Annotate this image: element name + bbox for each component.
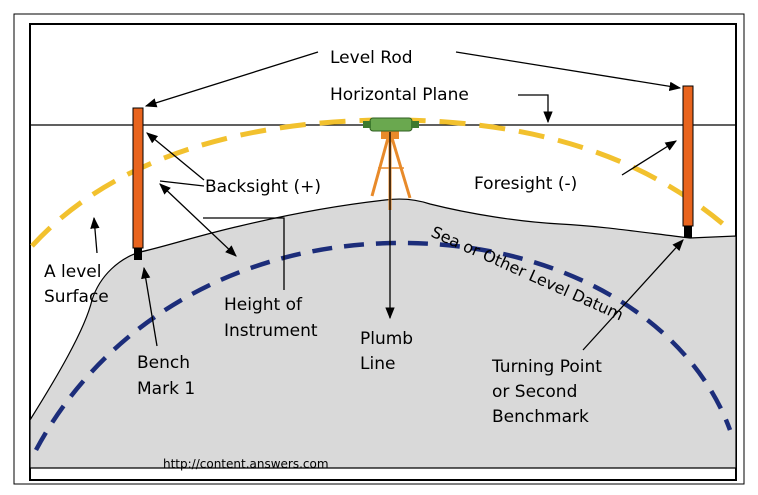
level-surface-arrow [90, 216, 100, 254]
level-rod-arrow-right [455, 51, 682, 91]
right-level-rod [682, 85, 694, 227]
outer-frame [13, 13, 745, 485]
turning-point-arrow [582, 239, 684, 351]
foresight-label: Foresight (-) [474, 174, 577, 194]
level-surface-curve [30, 117, 732, 248]
level-surface-label-line2: Surface [44, 287, 109, 307]
backsight-label: Backsight (+) [205, 177, 321, 197]
plumb-line-label-line2: Line [360, 354, 395, 374]
plumb-line-label-line1: Plumb [360, 329, 413, 349]
level-rod-label: Level Rod [330, 48, 413, 68]
height-instrument-leader [203, 217, 285, 290]
source-url: http://content.answers.com [163, 457, 329, 471]
level-rod-arrow-left [144, 51, 319, 108]
left-level-rod [132, 107, 144, 249]
datum-curve [34, 240, 733, 452]
horizontal-plane-label: Horizontal Plane [330, 85, 469, 105]
bench-mark-1-block [134, 248, 142, 260]
turning-point-label-line1: Turning Point [491, 357, 602, 377]
turning-point-label-line2: or Second [492, 382, 577, 402]
horizontal-plane-arrow [518, 94, 553, 124]
bench-mark-label-line1: Bench [137, 353, 190, 373]
backsight-arrow-down [159, 180, 205, 187]
height-instrument-arrow [159, 183, 237, 257]
height-instrument-label-line1: Height of [224, 295, 303, 315]
foresight-arrow [621, 140, 677, 176]
backsight-arrow-up [146, 132, 205, 181]
turning-point-label-line3: Benchmark [492, 407, 589, 427]
height-instrument-label-line2: Instrument [224, 321, 318, 341]
ground-surface [29, 198, 737, 469]
turning-point-block [684, 226, 692, 238]
level-surface-label-line1: A level [44, 262, 101, 282]
level-instrument [363, 117, 419, 210]
bench-mark-arrow [141, 266, 158, 347]
bench-mark-label-line2: Mark 1 [137, 379, 195, 399]
